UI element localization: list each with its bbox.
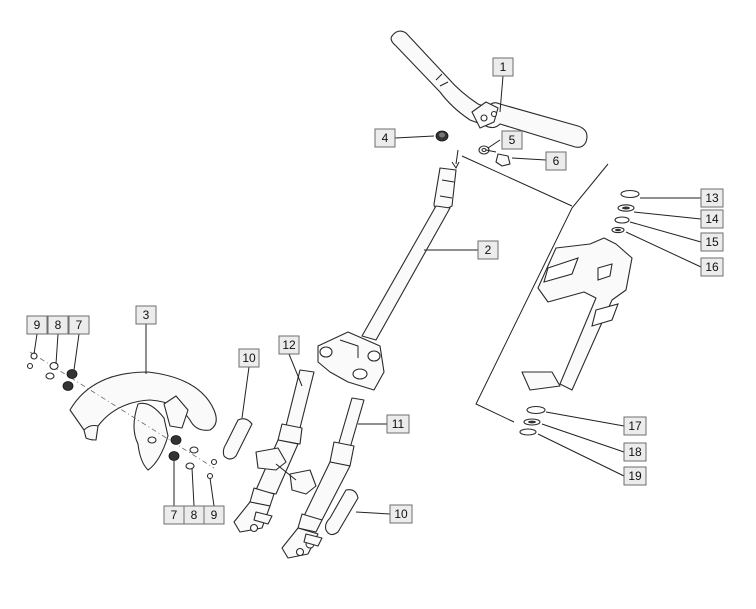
- callout-11-text: 11: [392, 417, 405, 431]
- callout-1-text: 1: [500, 60, 507, 74]
- callout-10-left-text: 10: [242, 351, 256, 365]
- callout-1[interactable]: 1: [492, 57, 514, 77]
- callout-16[interactable]: 16: [700, 257, 724, 277]
- callout-15-text: 15: [705, 235, 719, 249]
- callout-14-text: 14: [705, 212, 719, 226]
- callout-9-bottom[interactable]: 9: [203, 505, 225, 525]
- callout-3[interactable]: 3: [135, 305, 157, 325]
- callout-10-right[interactable]: 10: [389, 504, 413, 524]
- callout-7-bottom-text: 7: [171, 508, 178, 522]
- callout-8-bottom-text: 8: [191, 508, 198, 522]
- callout-10-right-text: 10: [394, 507, 408, 521]
- callout-9-left[interactable]: 9: [26, 315, 48, 335]
- leader-lines: [33, 75, 702, 515]
- washer-part-5[interactable]: [478, 145, 490, 155]
- callout-7-left-text: 7: [76, 318, 83, 332]
- callout-9-left-text: 9: [34, 318, 41, 332]
- callout-5[interactable]: 5: [501, 130, 523, 150]
- fender-hardware-left[interactable]: [26, 352, 78, 391]
- callout-3-text: 3: [143, 308, 150, 322]
- callout-13-text: 13: [705, 191, 719, 205]
- callout-19-text: 19: [628, 469, 642, 483]
- callout-18-text: 18: [628, 445, 642, 459]
- callout-18[interactable]: 18: [623, 442, 647, 462]
- callout-5-text: 5: [509, 133, 516, 147]
- fork-leg-right[interactable]: [281, 397, 365, 559]
- fender-hardware-right[interactable]: [168, 435, 218, 480]
- callout-19[interactable]: 19: [623, 466, 647, 486]
- callout-11[interactable]: 11: [386, 414, 410, 434]
- bearing-detail-panel: [461, 155, 640, 436]
- callout-12-text: 12: [282, 338, 296, 352]
- callout-13[interactable]: 13: [700, 188, 724, 208]
- callout-17-text: 17: [628, 419, 642, 433]
- bolt-part-6[interactable]: [485, 149, 511, 167]
- callout-9-bottom-text: 9: [211, 508, 218, 522]
- callout-17[interactable]: 17: [623, 416, 647, 436]
- callout-8-left[interactable]: 8: [47, 315, 69, 335]
- fork-pad-left[interactable]: [222, 418, 253, 460]
- callout-12[interactable]: 12: [278, 335, 300, 355]
- handlebar[interactable]: [390, 30, 588, 148]
- callout-6[interactable]: 6: [545, 151, 567, 171]
- callout-8-left-text: 8: [55, 318, 62, 332]
- callout-4-text: 4: [382, 131, 389, 145]
- front-fender[interactable]: [69, 371, 217, 471]
- callout-8-bottom[interactable]: 8: [183, 505, 205, 525]
- fork-pad-right[interactable]: [324, 489, 359, 536]
- nut-part-4[interactable]: [435, 130, 449, 142]
- steering-stem[interactable]: [317, 167, 457, 391]
- callout-7-left[interactable]: 7: [68, 315, 90, 335]
- callout-4[interactable]: 4: [374, 128, 396, 148]
- callout-6-text: 6: [553, 154, 560, 168]
- callout-14[interactable]: 14: [700, 209, 724, 229]
- callout-2[interactable]: 2: [477, 240, 499, 260]
- brake-caliper-bracket[interactable]: [255, 447, 317, 495]
- callout-7-bottom[interactable]: 7: [163, 505, 185, 525]
- callout-2-text: 2: [485, 243, 492, 257]
- callout-10-left[interactable]: 10: [238, 348, 260, 368]
- callout-16-text: 16: [705, 260, 719, 274]
- callout-15[interactable]: 15: [700, 232, 724, 252]
